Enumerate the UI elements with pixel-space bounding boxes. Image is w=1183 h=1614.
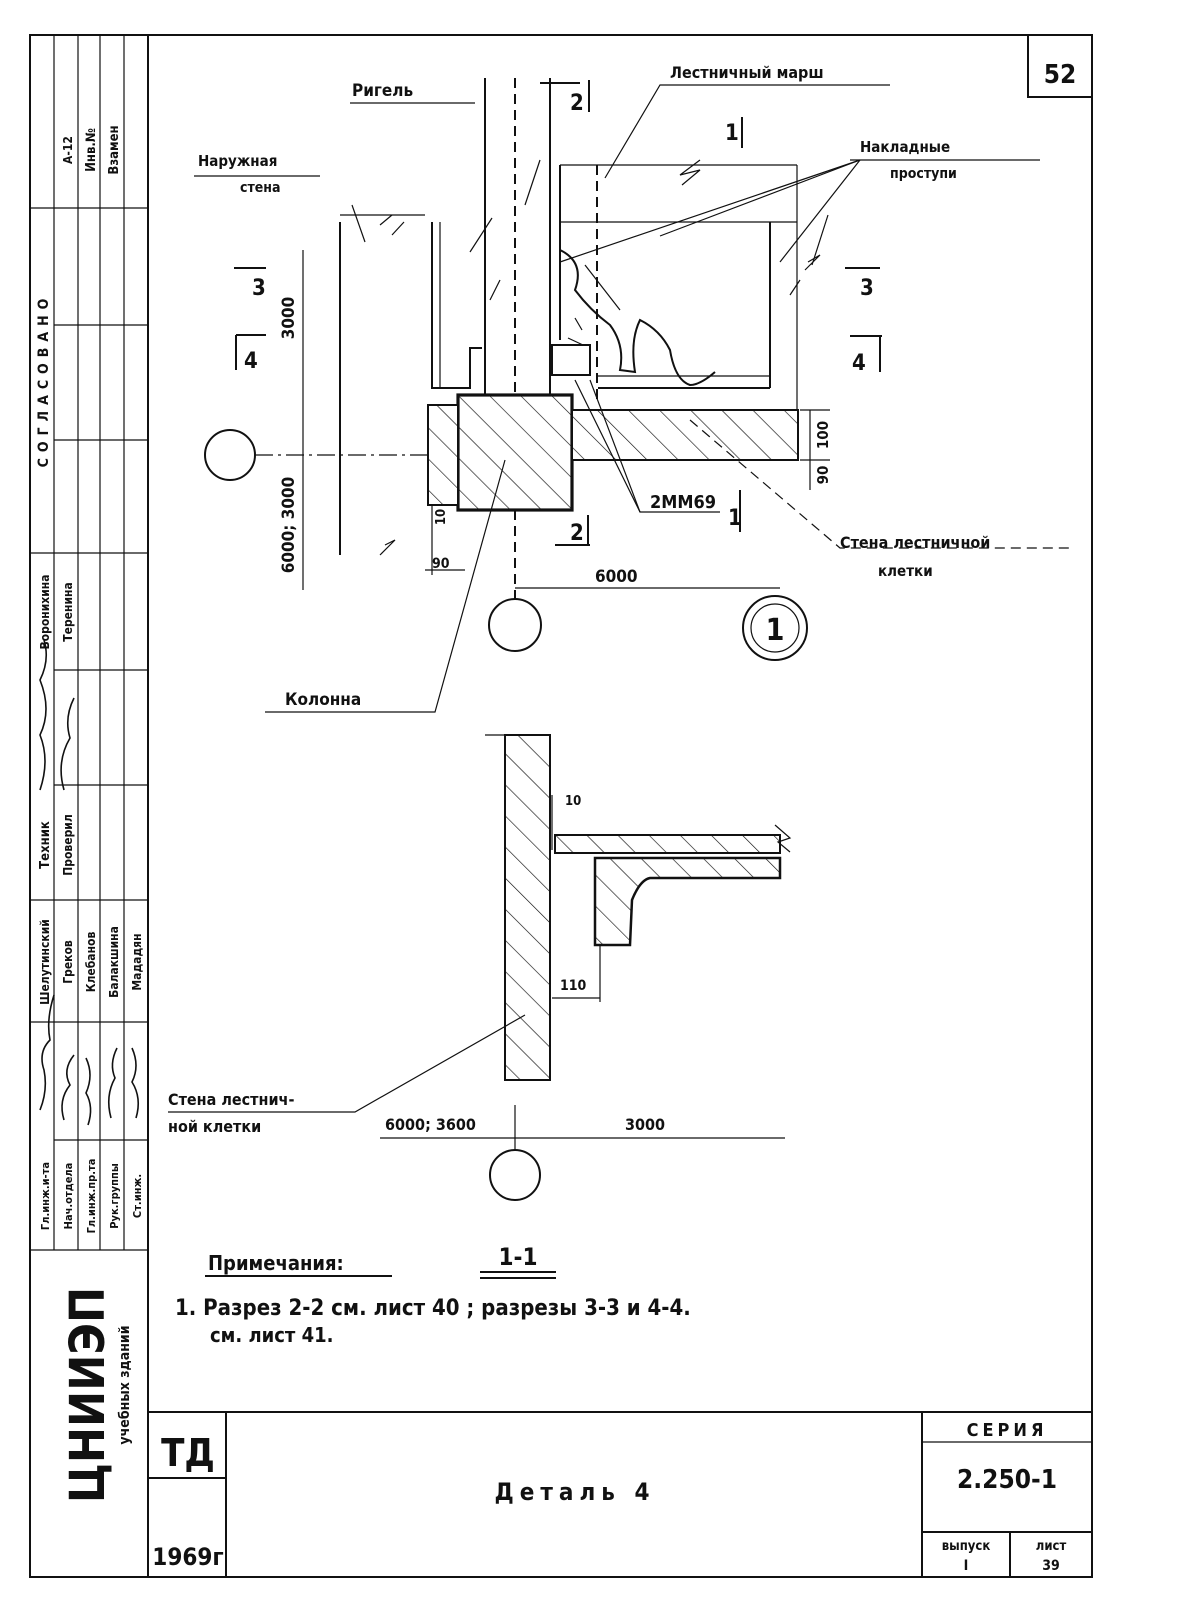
notes: Примечания: 1. Разрез 2-2 см. лист 40 ; … — [175, 1251, 691, 1347]
sec-dim-6000-3600: 6000; 3600 — [385, 1115, 476, 1134]
stamp-replace-label: Взамен — [107, 125, 122, 174]
dim-6000: 6000 — [595, 567, 638, 587]
stamp-name-2: Греков — [61, 940, 75, 984]
mark-2mm69: 2ММ69 — [650, 492, 716, 513]
sec-axis-bubble — [489, 1149, 541, 1201]
column-section — [456, 393, 574, 512]
label-treads-2: проступи — [890, 166, 957, 182]
section-3-right: 3 — [860, 276, 874, 301]
section-1-1: 10 110 Стена лестнич- ной клетки 6000; 3… — [168, 734, 792, 1279]
section-1-top: 1 — [725, 121, 739, 146]
stamp-code: А-12 — [61, 136, 75, 164]
section-1-bottom: 1 — [728, 506, 742, 531]
axis-bubble-1-outer — [742, 595, 808, 661]
dim-90-bottom: 90 — [432, 556, 450, 572]
stamp-role-5: Ст.инж. — [131, 1174, 144, 1218]
notes-line-1: 1. Разрез 2-2 см. лист 40 ; разрезы 3-3 … — [175, 1296, 691, 1321]
notes-heading: Примечания: — [208, 1251, 344, 1275]
tb-year: 1969г — [152, 1543, 223, 1571]
label-column: Колонна — [285, 690, 361, 710]
dim-100: 100 — [814, 421, 832, 449]
dim-6000-3000: 6000; 3000 — [279, 477, 299, 574]
stamp-role-2: Нач.отдела — [62, 1163, 75, 1230]
stamp-check-label: Проверил — [61, 814, 75, 876]
section-beam — [593, 856, 782, 947]
axis-bubble-left — [204, 429, 256, 481]
label-stair-wall-2: клетки — [878, 562, 933, 580]
sec-label-stair-wall-2: ной клетки — [168, 1117, 261, 1136]
stamp-name-1: Шелутинский — [38, 919, 52, 1005]
label-riegel: Ригель — [352, 81, 413, 101]
stamp-inv-label: Инв.№ — [84, 128, 99, 172]
sheet-number: 52 — [1044, 60, 1077, 90]
stair-wall-section — [504, 734, 551, 1081]
stamp-org-sub: учебных зданий — [117, 1325, 133, 1444]
tb-series-value: 2.250-1 — [957, 1465, 1057, 1495]
axis-bubble-1-inner — [750, 603, 800, 653]
title-block: ТД 1969г Деталь 4 СЕРИЯ 2.250-1 выпуск I… — [148, 1412, 1092, 1577]
side-stamp: А-12 Инв.№ Взамен СОГЛАСОВАНО Техник Про… — [30, 35, 148, 1503]
dim-3000: 3000 — [279, 297, 299, 340]
stamp-name-4: Балакшина — [107, 926, 121, 998]
signatures — [39, 639, 140, 1126]
label-stair-flight: Лестничный марш — [670, 63, 824, 82]
section-3-left: 3 — [252, 276, 266, 301]
tb-title: Деталь 4 — [495, 1478, 656, 1506]
tb-issue-value: I — [964, 1558, 969, 1574]
section-2-bottom: 2 — [570, 521, 584, 546]
axis-bubble-bottom — [488, 598, 542, 652]
landing-slab — [571, 409, 799, 461]
sheet-number-box: 52 — [1027, 35, 1092, 98]
stamp-tech-label: Техник — [38, 821, 53, 869]
stamp-tech-name: Воронихина — [38, 574, 52, 649]
dim-90-right: 90 — [814, 466, 832, 485]
stamp-name-3: Клебанов — [84, 932, 98, 993]
sec-title: 1-1 — [498, 1243, 537, 1271]
sec-dim-110: 110 — [560, 978, 587, 994]
plan-view: Ригель Лестничный марш Наружная стена На… — [194, 63, 1072, 713]
sec-label-stair-wall-1: Стена лестнич- — [168, 1090, 294, 1109]
tb-sheet-label: лист — [1036, 1539, 1067, 1554]
label-stair-wall-1: Стена лестничной — [840, 533, 990, 552]
stamp-role-1: Гл.инж.и-та — [39, 1162, 52, 1230]
stamp-role-4: Рук.группы — [108, 1163, 121, 1229]
stamp-check-name: Теренина — [61, 582, 75, 642]
label-outer-wall-2: стена — [240, 180, 281, 196]
stamp-name-5: Мададян — [130, 933, 144, 990]
sec-dim-3000: 3000 — [625, 1115, 665, 1134]
section-4-right: 4 — [852, 351, 866, 376]
tb-td: ТД — [161, 1431, 215, 1475]
axis-1-label: 1 — [766, 613, 785, 648]
label-outer-wall-1: Наружная — [198, 152, 277, 170]
dim-10: 10 — [434, 509, 449, 525]
section-slab — [554, 834, 781, 854]
stamp-org-name: ЦНИИЭП — [60, 1287, 116, 1503]
section-4-left: 4 — [244, 349, 258, 374]
label-treads-1: Накладные — [860, 138, 950, 156]
notes-line-2: см. лист 41. — [210, 1323, 334, 1347]
section-2-top: 2 — [570, 91, 584, 116]
tb-series-label: СЕРИЯ — [967, 1420, 1048, 1441]
outer-frame — [29, 34, 1093, 1578]
sec-dim-10: 10 — [565, 794, 581, 809]
stamp-role-3: Гл.инж.пр.та — [85, 1159, 98, 1234]
tb-issue-label: выпуск — [942, 1539, 991, 1554]
left-wall-section — [427, 404, 459, 506]
tb-sheet-value: 39 — [1042, 1558, 1060, 1574]
stamp-agreed: СОГЛАСОВАНО — [36, 293, 52, 468]
